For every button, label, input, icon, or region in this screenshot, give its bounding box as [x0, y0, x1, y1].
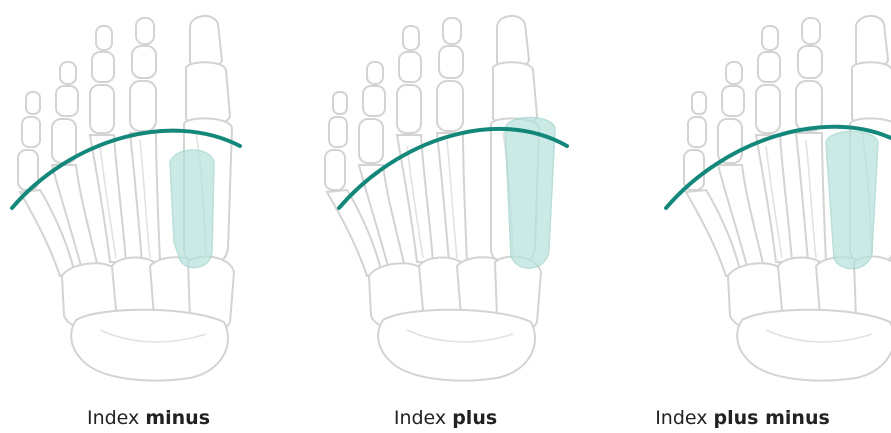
panel-index-minus: Index minus [0, 0, 297, 433]
highlighted-first-metatarsal [170, 150, 214, 268]
foot-illustration-index-plus-minus [594, 0, 891, 400]
panel-index-plus-minus: Index plus minus [594, 0, 891, 433]
caption-plain-text: Index [394, 407, 452, 429]
caption-index-plus-minus: Index plus minus [594, 407, 891, 429]
caption-index-minus: Index minus [0, 407, 297, 429]
caption-index-plus: Index plus [297, 407, 594, 429]
caption-bold-text: plus [452, 407, 497, 429]
foot-illustration-index-plus [297, 0, 594, 400]
caption-plain-text: Index [87, 407, 145, 429]
highlighted-first-metatarsal [826, 132, 878, 269]
caption-bold-text: plus minus [714, 407, 830, 429]
caption-plain-text: Index [655, 407, 713, 429]
highlighted-first-metatarsal [505, 118, 555, 269]
caption-bold-text: minus [145, 407, 210, 429]
foot-illustration-index-minus [0, 0, 297, 400]
panel-index-plus: Index plus [297, 0, 594, 433]
